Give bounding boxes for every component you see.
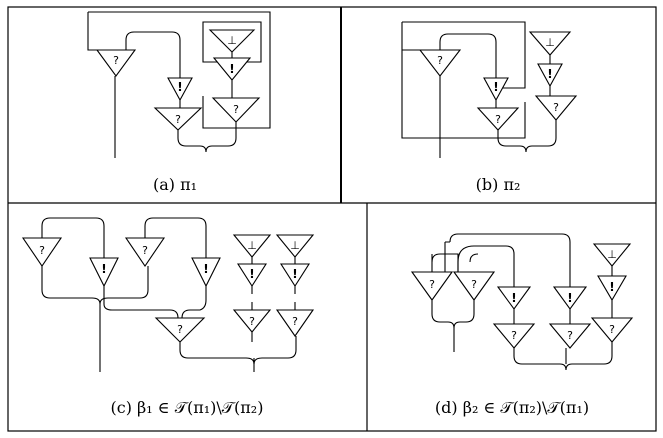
panel-a: ? ⊥ ! ! ? ? (a) π₁ <box>87 11 271 194</box>
bottom-box <box>202 21 262 63</box>
caption-b: (b) π₂ <box>476 175 521 194</box>
bottom-symbol: ⊥ <box>607 248 617 261</box>
of-course-node <box>552 286 588 310</box>
of-course-node <box>496 286 532 310</box>
axiom-link <box>125 31 181 78</box>
why-not-symbol: ? <box>495 113 501 126</box>
why-not-symbol: ? <box>471 278 477 291</box>
axiom-link <box>144 217 207 258</box>
wire <box>181 286 207 319</box>
why-not-symbol: ? <box>567 329 573 342</box>
bottom-node <box>232 234 272 258</box>
bottom-symbol: ⊥ <box>227 34 237 47</box>
why-not-symbol: ? <box>609 323 615 336</box>
wire <box>431 253 459 272</box>
par-link <box>513 342 613 371</box>
of-course-node <box>279 263 311 288</box>
why-not-node <box>124 237 166 267</box>
wire <box>432 254 470 262</box>
of-course-symbol: ! <box>292 267 297 281</box>
wire <box>103 286 179 319</box>
axiom-link <box>457 245 515 287</box>
panel-d: ? ? ! ! ? ? ⊥ ! ? (d) β₂ ∈ 𝒯(π₂)\𝒯(π₁) <box>410 233 634 417</box>
bottom-symbol: ⊥ <box>247 239 257 252</box>
why-not-node <box>154 317 206 343</box>
bottom-node <box>275 234 315 258</box>
of-course-symbol: ! <box>511 291 516 305</box>
of-course-node <box>483 77 509 102</box>
why-not-node <box>590 317 634 343</box>
of-course-symbol: ! <box>101 262 106 276</box>
why-not-node <box>211 97 261 123</box>
wire <box>251 332 255 372</box>
of-course-symbol: ! <box>547 67 552 81</box>
of-course-symbol: ! <box>249 267 254 281</box>
why-not-node <box>95 49 137 77</box>
bottom-symbol: ⊥ <box>290 239 300 252</box>
wire <box>469 253 479 263</box>
box-wire <box>87 12 98 51</box>
why-not-symbol: ? <box>233 103 239 116</box>
of-course-node <box>89 257 119 288</box>
why-not-symbol: ? <box>437 54 443 67</box>
why-not-symbol: ? <box>292 315 298 328</box>
of-course-symbol: ! <box>177 80 182 94</box>
box-wire <box>401 22 526 139</box>
par-link <box>431 300 475 329</box>
of-course-symbol: ! <box>609 280 614 294</box>
why-not-symbol: ? <box>175 113 181 126</box>
why-not-node <box>452 271 496 301</box>
why-not-node <box>418 49 462 77</box>
axiom-link <box>449 233 571 287</box>
why-not-symbol: ? <box>553 101 559 114</box>
axiom-link <box>439 33 497 78</box>
why-not-symbol: ? <box>142 244 148 257</box>
why-not-symbol: ? <box>511 329 517 342</box>
panel-b: ? ⊥ ! ! ? ? (b) π₂ <box>401 21 578 194</box>
of-course-symbol: ! <box>203 262 208 276</box>
of-course-node <box>167 77 193 102</box>
why-not-node <box>232 309 272 333</box>
caption-d: (d) β₂ ∈ 𝒯(π₂)\𝒯(π₁) <box>435 398 589 417</box>
of-course-symbol: ! <box>567 291 572 305</box>
why-not-node <box>410 271 454 301</box>
why-not-node <box>534 95 578 121</box>
of-course-node <box>236 263 268 288</box>
par-link <box>177 122 237 153</box>
wire <box>444 241 450 272</box>
of-course-node <box>212 57 252 81</box>
box-wire <box>402 21 526 89</box>
why-not-symbol: ? <box>113 54 119 67</box>
caption-c: (c) β₁ ∈ 𝒯(π₁)\𝒯(π₂) <box>111 398 264 417</box>
bottom-node <box>592 243 632 267</box>
par-link <box>497 120 557 153</box>
why-not-symbol: ? <box>429 278 435 291</box>
why-not-node <box>275 309 315 337</box>
of-course-node <box>191 257 221 288</box>
bottom-node <box>528 31 572 56</box>
why-not-node <box>548 323 592 349</box>
why-not-symbol: ? <box>39 244 45 257</box>
par-link <box>179 336 297 365</box>
par-link <box>41 266 149 305</box>
of-course-node <box>537 63 563 88</box>
bottom-symbol: ⊥ <box>545 36 555 49</box>
why-not-node <box>153 107 203 131</box>
panel-c: ? ! ? ! ? ⊥ ⊥ ! ! ? ? (c) β₁ ∈ 𝒯(π₁)\𝒯(π… <box>21 217 315 417</box>
of-course-symbol: ! <box>229 62 234 76</box>
box-wire <box>88 11 271 129</box>
of-course-node <box>597 275 627 302</box>
figure-frame <box>7 6 657 432</box>
why-not-symbol: ? <box>177 323 183 336</box>
of-course-symbol: ! <box>493 80 498 94</box>
why-not-node <box>21 237 63 267</box>
axiom-link <box>41 217 105 258</box>
caption-a: (a) π₁ <box>153 175 197 194</box>
why-not-node <box>492 323 536 349</box>
why-not-symbol: ? <box>249 315 255 328</box>
why-not-node <box>476 107 520 131</box>
bottom-node <box>208 29 256 53</box>
